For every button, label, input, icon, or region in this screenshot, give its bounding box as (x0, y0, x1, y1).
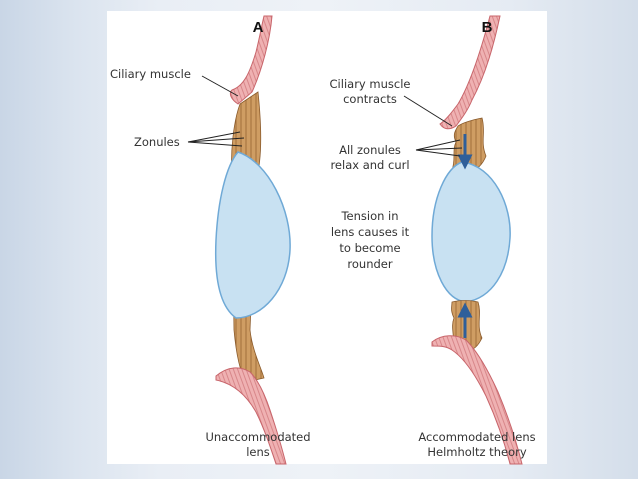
panel-b-letter: B (482, 19, 493, 36)
zonules-label: Zonules (134, 135, 180, 149)
zonules-relax-leader-3 (415, 149, 461, 157)
panel-b: B Ciliary muscle contracts All zonules r… (330, 15, 536, 465)
panel-b-lens (431, 161, 511, 303)
panel-b-caption-line1: Accommodated lens (418, 430, 535, 444)
tension-label-line4: rounder (347, 257, 392, 271)
tension-label-line1: Tension in (340, 209, 398, 223)
panel-a: A Ciliary muscle Zonules Unaccommodated … (110, 15, 311, 465)
panel-a-caption-line2: lens (246, 445, 270, 459)
panel-b-caption-line2: Helmholtz theory (427, 445, 526, 459)
tension-label-line2: lens causes it (331, 225, 410, 239)
zonules-leader-2 (187, 137, 245, 143)
zonules-relax-leader-2 (415, 147, 463, 151)
zonules-relax-leader-1 (415, 139, 461, 151)
zonules-relax-label-line1: All zonules (339, 143, 401, 157)
ciliary-muscle-label: Ciliary muscle (110, 67, 191, 81)
zonules-leader-1 (187, 131, 241, 143)
panel-a-upper-muscle (229, 15, 273, 105)
ciliary-contracts-label-line1: Ciliary muscle (330, 77, 411, 91)
ciliary-contracts-leader (403, 95, 453, 127)
tension-label-line3: to become (339, 241, 400, 255)
ciliary-muscle-leader (201, 75, 239, 97)
ciliary-contracts-label-line2: contracts (343, 92, 397, 106)
panel-a-letter: A (253, 19, 264, 36)
zonules-relax-label-line2: relax and curl (330, 158, 409, 172)
zonules-leader-3 (187, 141, 243, 147)
panel-a-lens (214, 151, 291, 319)
panel-b-lower-muscle (431, 335, 523, 465)
panel-a-lower-muscle (215, 367, 287, 465)
panel-b-upper-muscle (439, 15, 501, 130)
panel-a-caption-line1: Unaccommodated (205, 430, 310, 444)
